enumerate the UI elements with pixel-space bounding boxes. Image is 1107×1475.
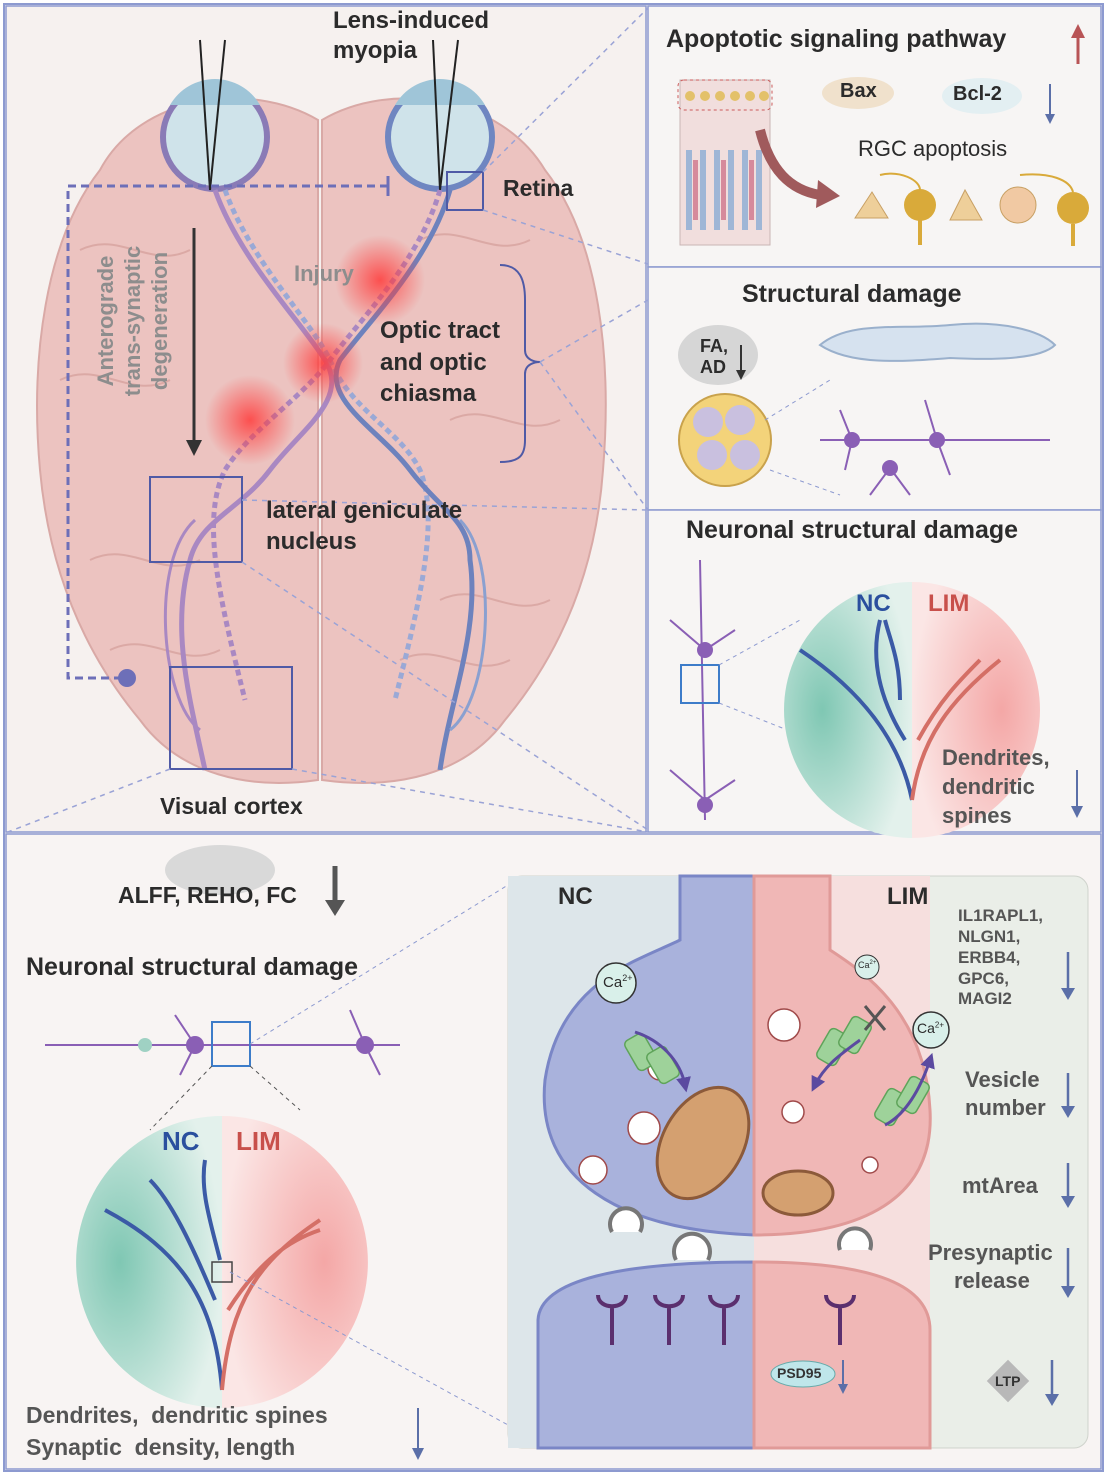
ca-sup: 2+ xyxy=(869,960,877,966)
lgn-label-2: nucleus xyxy=(266,528,357,555)
injury-glow-3 xyxy=(205,375,295,465)
ca-label-small: Ca2+ xyxy=(858,960,876,970)
optic-label-2: and optic xyxy=(380,349,487,376)
postsynaptic-nc xyxy=(536,1260,756,1450)
cortex-box xyxy=(169,666,293,770)
ca-sup: 2+ xyxy=(934,1020,945,1030)
dendrites-label-3: spines xyxy=(942,803,1012,828)
lim-label: LIM xyxy=(928,590,970,617)
apoptotic-title: Apoptotic signaling pathway xyxy=(666,25,1007,53)
degeneration-label: Anterograde trans-synaptic degeneration xyxy=(93,206,173,436)
degeneration-line-2: trans-synaptic xyxy=(120,245,146,397)
neuronal-neurons xyxy=(669,559,736,821)
summary-line-1: Dendrites, dendritic spines xyxy=(26,1402,328,1428)
gene-3: ERBB4, xyxy=(958,947,1021,967)
lens-label-2: myopia xyxy=(333,37,418,64)
rgc-apoptosis-label: RGC apoptosis xyxy=(858,136,1008,161)
bottom-neurons xyxy=(45,1009,400,1076)
ca-text: Ca xyxy=(858,960,870,970)
psd95-label: PSD95 xyxy=(777,1365,822,1381)
lens-label-1: Lens-induced xyxy=(333,7,490,34)
dendrites-label-2: dendritic xyxy=(942,774,1035,799)
fa-label: FA, xyxy=(700,336,729,356)
tissue-fragment xyxy=(818,322,1057,362)
optic-label-1: Optic tract xyxy=(380,317,501,344)
ltp-label: LTP xyxy=(995,1373,1021,1389)
neuronal-title: Neuronal structural damage xyxy=(686,516,1019,544)
summary-line-2: Synaptic density, length xyxy=(26,1434,296,1460)
gene-5: MAGI2 xyxy=(958,989,1012,1009)
synapse-lim-label: LIM xyxy=(887,883,929,910)
bottom-title: Neuronal structural damage xyxy=(26,953,359,981)
bottom-lim-label: LIM xyxy=(236,1126,281,1156)
left-eye xyxy=(160,39,270,192)
blocked-x xyxy=(863,1005,887,1031)
injury-glow-1 xyxy=(335,235,425,325)
lgn-box xyxy=(149,476,243,563)
degeneration-line-3: degeneration xyxy=(147,251,173,391)
ca-label-nc: Ca2+ xyxy=(603,973,633,991)
rgc-cells xyxy=(854,172,1089,246)
retina-layers xyxy=(677,79,773,246)
bax-label: Bax xyxy=(840,80,877,102)
postsynaptic-lim xyxy=(752,1260,932,1450)
feedback-loop xyxy=(66,184,388,680)
mitochondrion-lim xyxy=(761,1169,835,1217)
gene-2: NLGN1, xyxy=(958,926,1021,946)
bottom-nc-label: NC xyxy=(162,1126,200,1156)
ca-text: Ca xyxy=(603,974,623,991)
receptors xyxy=(596,1294,856,1345)
mitochondrion-nc xyxy=(655,1085,751,1201)
metrics-label: ALFF, REHO, FC xyxy=(118,882,297,908)
bottom-circle xyxy=(76,1116,368,1408)
gene-1: IL1RAPL1, xyxy=(958,906,1044,925)
neuronal-circle xyxy=(784,582,1040,838)
mtarea-label: mtArea xyxy=(962,1173,1038,1198)
lgn-label-1: lateral geniculate xyxy=(266,497,463,524)
ca-sup: 2+ xyxy=(622,973,633,983)
retina-box xyxy=(446,171,484,211)
injury-glow-2 xyxy=(283,323,363,403)
ad-label: AD xyxy=(700,357,726,377)
synapse-nc-label: NC xyxy=(558,883,593,910)
right-eye xyxy=(385,39,495,192)
bcl2-label: Bcl-2 xyxy=(953,83,1002,105)
gene-list: IL1RAPL1, NLGN1, ERBB4, GPC6, MAGI2 xyxy=(958,907,1043,1008)
structural-title: Structural damage xyxy=(742,280,962,308)
ca-label-out: Ca2+ xyxy=(917,1021,944,1036)
degeneration-line-1: Anterograde xyxy=(93,255,118,387)
vesicle-label-2: number xyxy=(965,1095,1046,1120)
presynaptic-label-2: release xyxy=(954,1268,1030,1293)
optic-label-3: chiasma xyxy=(380,380,477,407)
fiber-bundle xyxy=(678,393,772,487)
injury-label: Injury xyxy=(294,261,354,286)
dendrites-label-1: Dendrites, xyxy=(942,745,1050,770)
ca-text: Ca xyxy=(917,1020,935,1036)
apoptosis-arrow xyxy=(755,128,822,200)
vesicle-label-1: Vesicle xyxy=(965,1067,1040,1092)
gene-4: GPC6, xyxy=(958,968,1010,988)
nc-label: NC xyxy=(856,590,891,617)
down-arrows xyxy=(1050,952,1070,1396)
retina-label: Retina xyxy=(503,175,574,201)
presynaptic-label-1: Presynaptic xyxy=(928,1240,1053,1265)
visual-cortex-label: Visual cortex xyxy=(160,793,303,819)
